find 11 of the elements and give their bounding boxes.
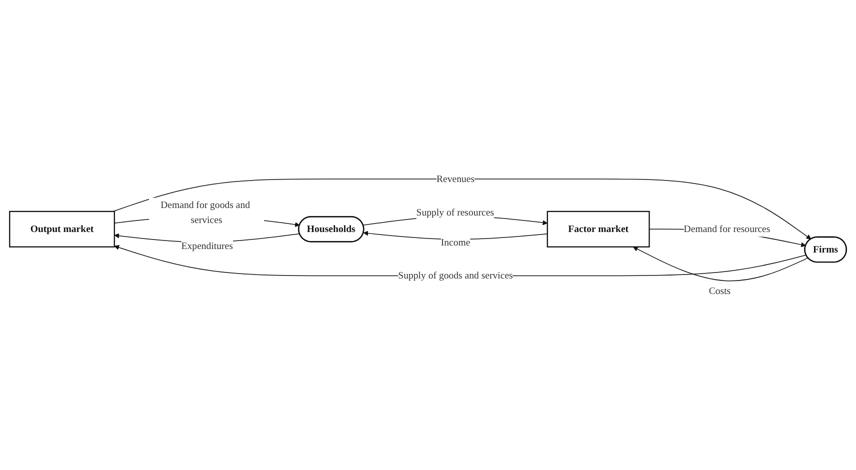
edge-label: Income: [440, 236, 470, 248]
edge-label: Demand for resources: [684, 224, 770, 235]
edge-label: Supply of resources: [416, 206, 494, 218]
edge-label: Costs: [708, 285, 731, 296]
node-box: Output market: [9, 210, 115, 248]
edge-label: Demand for goods and services: [160, 200, 250, 226]
node-box: Factor market: [546, 210, 650, 248]
edge-label: Supply of goods and services: [398, 270, 513, 282]
edge-label: Revenues: [436, 173, 475, 184]
edge-label: Expenditures: [181, 240, 233, 252]
arrow: [632, 246, 808, 282]
